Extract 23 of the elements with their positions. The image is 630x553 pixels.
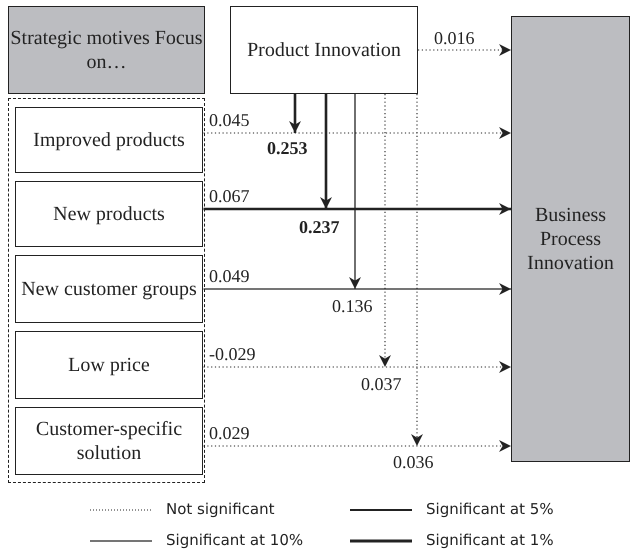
motive-box: Customer-specific solution [15, 407, 203, 475]
dashed-group-box [8, 98, 205, 483]
arrow [204, 127, 511, 139]
variable-box: Strategic motives Focus on… [8, 6, 205, 94]
arrow [204, 361, 511, 373]
arrow [349, 94, 361, 289]
legend-text: Significant at 1% [426, 531, 554, 549]
arrow [411, 94, 423, 446]
motive-box: New customer groups [15, 255, 203, 323]
arrow [289, 94, 301, 133]
arrow [204, 203, 511, 215]
variable-box: Business Process Innovation [511, 16, 630, 462]
motive-box: Low price [15, 331, 203, 399]
motive-box: Improved products [15, 107, 203, 173]
motive-box: New products [15, 181, 203, 247]
arrow [320, 94, 332, 209]
legend-text: Significant at 5% [426, 500, 554, 518]
arrow [379, 94, 391, 367]
arrow [418, 44, 511, 56]
motive-box: Product Innovation [230, 6, 418, 94]
arrow [204, 283, 511, 295]
legend-text: Not significant [166, 500, 275, 518]
legend-text: Significant at 10% [166, 531, 304, 549]
